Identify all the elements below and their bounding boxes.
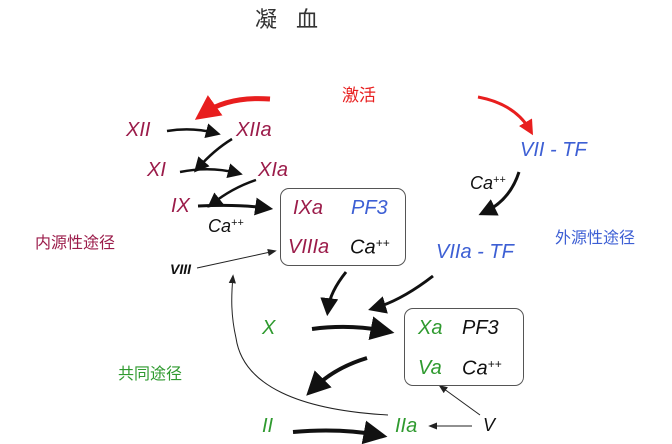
arrow-v-to-prothrombinase	[438, 384, 481, 416]
arrow-vii-tf-to-viia-tf	[478, 171, 521, 216]
page-title: 凝 血	[255, 8, 324, 33]
complex-pf3-prothrombinase: PF3	[462, 317, 499, 339]
complex-va: Va	[418, 357, 442, 379]
factor-xia: XIa	[258, 159, 289, 181]
factor-ii: II	[262, 415, 274, 437]
factor-viia-tf: VIIa - TF	[436, 241, 514, 263]
factor-vii-tf: VII - TF	[520, 139, 587, 161]
factor-x: X	[262, 317, 276, 339]
arrow-xii-to-xiia	[166, 123, 221, 138]
common-pathway-label: 共同途径	[118, 364, 183, 383]
arrow-ii-to-iia	[292, 420, 388, 444]
arrow-x-to-xa	[311, 316, 395, 340]
arrow-ix-to-ixa	[197, 197, 274, 216]
factor-xii: XII	[126, 119, 151, 141]
calcium-ion-intrinsic: Ca++	[208, 216, 244, 236]
arrow-viia-tf-to-x	[368, 274, 434, 314]
arrow-prothrombinase-to-ii	[306, 356, 368, 396]
arrow-xi-to-xia	[179, 163, 243, 179]
activation-label: 激活	[342, 86, 376, 106]
arrow-tenase-to-x	[320, 271, 348, 317]
activation-arrow-left	[194, 95, 271, 120]
tenase-complex-box	[280, 188, 406, 266]
factor-viii: VIII	[170, 261, 192, 277]
calcium-ion-extrinsic: Ca++	[470, 173, 506, 193]
complex-ixa: IXa	[293, 197, 324, 219]
factor-xiia: XIIa	[236, 119, 272, 141]
extrinsic-pathway-label: 外源性途径	[555, 228, 636, 247]
complex-calcium-prothrombinase: Ca++	[462, 357, 502, 380]
arrow-viii-to-tenase	[196, 249, 277, 269]
complex-calcium-tenase: Ca++	[350, 236, 390, 259]
factor-v: V	[483, 415, 496, 435]
complex-xa: Xa	[418, 317, 443, 339]
arrow-xia-to-ix	[207, 178, 257, 208]
complex-pf3-tenase: PF3	[351, 197, 388, 219]
intrinsic-pathway-label: 内源性途径	[35, 233, 116, 252]
arrow-iia-feedback-to-viii	[228, 274, 389, 416]
factor-iia: IIa	[395, 415, 418, 437]
prothrombinase-complex-box	[404, 308, 524, 386]
factor-xi: XI	[147, 159, 166, 181]
activation-arrow-right	[477, 95, 534, 136]
complex-viiia: VIIIa	[288, 236, 330, 258]
factor-ix: IX	[171, 195, 190, 217]
arrow-xiia-to-xi	[194, 137, 233, 173]
